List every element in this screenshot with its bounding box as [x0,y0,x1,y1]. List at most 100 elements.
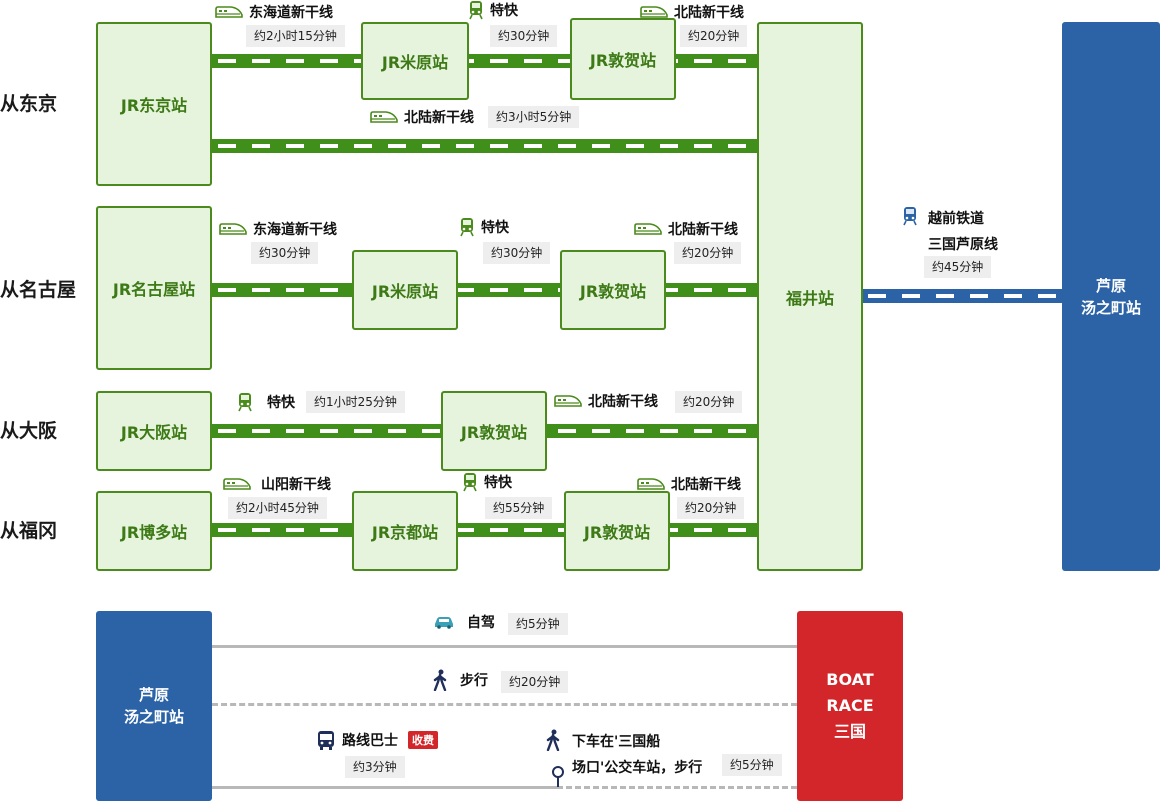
route-name: 北陆新干线 [404,110,474,126]
time-tokyo-maibara: 约2小时15分钟 [246,25,345,47]
station-nagoya[interactable]: JR名古屋站 [96,206,212,370]
route-name: 山阳新干线 [261,477,331,493]
route-label-hokuriku-direct: 北陆新干线 [370,107,474,127]
shinkansen-icon [637,477,665,491]
track-echizen-railway [860,289,1064,303]
train-icon [462,472,478,492]
route-label-echizen: 越前铁道 三国芦原线 [928,206,998,258]
route-label-hokuriku-fukuoka: 北陆新干线 [637,474,741,494]
bus-stop-icon [550,766,566,788]
walk-label: 步行 [460,673,488,689]
track-nagoya-line [210,283,760,297]
station-fukui[interactable]: 福井站 [757,22,863,571]
station-awara-onsen[interactable]: 芦原 汤之町站 [1062,22,1160,571]
bus-stop-instructions: 下车在'三国船 场口'公交车站，步行 [572,729,702,781]
station-tsuruga-fukuoka-row[interactable]: JR敦贺站 [564,491,670,571]
train-icon [459,217,475,237]
station-tsuruga-tokyo-row[interactable]: JR敦贺站 [570,18,676,100]
time-tokyo-direct: 约3小时5分钟 [488,106,580,128]
time-walk: 约20分钟 [501,671,569,693]
route-name: 北陆新干线 [588,394,658,410]
time-hakata-kyoto: 约2小时45分钟 [228,497,327,519]
route-label-express-tokyo: 特快 [468,0,518,20]
echizen-line1: 越前铁道 [928,211,984,227]
station-osaka[interactable]: JR大阪站 [96,391,212,471]
origin-osaka: 从大阪 [0,420,58,442]
stop-line2: 场口'公交车站，步行 [572,760,703,776]
route-label-express-nagoya: 特快 [459,217,509,237]
awara-name-line2: 汤之町站 [1080,298,1141,317]
track-fukuoka-line [210,523,760,537]
shinkansen-icon [219,222,247,236]
route-label-express-fukuoka: 特快 [462,472,512,492]
awara-name-line2: 汤之町站 [123,708,184,726]
access-walk: 步行 [432,669,488,691]
station-awara-onsen-access[interactable]: 芦原 汤之町站 [96,611,212,801]
origin-tokyo: 从东京 [0,93,58,115]
time-tokyo-tsuruga-fukui: 约20分钟 [680,25,748,47]
boat-race-mikuni[interactable]: BOAT RACE 三国 [797,611,903,801]
time-nagoya-maibara-tsuruga: 约30分钟 [483,242,551,264]
shinkansen-icon [215,5,243,19]
fare-badge: 收费 [408,731,438,749]
time-nagoya-tsuruga-fukui: 约20分钟 [674,242,742,264]
route-name: 北陆新干线 [671,477,741,493]
track-tokyo-line [210,54,760,68]
shinkansen-icon [223,477,251,491]
time-kyoto-tsuruga: 约55分钟 [485,497,553,519]
route-label-tokaido-tokyo: 东海道新干线 [215,2,333,22]
time-osaka-tsuruga: 约1小时25分钟 [306,391,405,413]
tram-icon [902,206,918,226]
station-maibara-nagoya-row[interactable]: JR米原站 [352,250,458,330]
time-tokyo-maibara-tsuruga: 约30分钟 [490,25,558,47]
awara-name-line1: 芦原 [138,686,169,704]
access-bus: 路线巴士 收费 [316,730,438,750]
drive-route-line [212,645,797,648]
time-bus: 约3分钟 [345,756,405,778]
route-name: 特快 [481,220,509,236]
origin-fukuoka: 从福冈 [0,520,58,542]
route-label-sanyo: 山阳新干线 [223,474,331,494]
walk-route-line [212,703,797,706]
shinkansen-icon [554,394,582,408]
route-name: 东海道新干线 [249,5,333,21]
station-tokyo[interactable]: JR东京站 [96,22,212,186]
station-kyoto[interactable]: JR京都站 [352,491,458,571]
route-name: 特快 [484,475,512,491]
time-hakata-tsuruga-fukui: 约20分钟 [677,497,745,519]
time-drive: 约5分钟 [508,613,568,635]
time-stop-walk: 约5分钟 [722,754,782,776]
bus-route-line [212,786,557,789]
time-osaka-tsuruga-fukui: 约20分钟 [675,391,743,413]
stop-line1: 下车在'三国船 [572,734,661,750]
route-label-hokuriku-nagoya: 北陆新干线 [634,219,738,239]
boat-name-line3: 三国 [833,722,866,741]
station-tsuruga-nagoya-row[interactable]: JR敦贺站 [560,250,666,330]
time-nagoya-maibara: 约30分钟 [251,242,319,264]
echizen-line2: 三国芦原线 [928,237,998,253]
walking-person-icon [432,669,448,691]
train-icon [468,0,484,20]
time-fukui-awara: 约45分钟 [924,256,992,278]
route-name: 特快 [490,3,518,19]
boat-name-line1: BOAT [826,670,874,689]
origin-nagoya: 从名古屋 [0,279,77,301]
train-icon [237,392,253,412]
station-tsuruga-osaka-row[interactable]: JR敦贺站 [441,391,547,471]
station-maibara-tokyo-row[interactable]: JR米原站 [361,22,469,100]
station-hakata[interactable]: JR博多站 [96,491,212,571]
walking-person-icon [545,729,561,751]
car-icon [433,615,455,629]
route-label-tokaido-nagoya: 东海道新干线 [219,219,337,239]
shinkansen-icon [370,110,398,124]
access-drive: 自驾 [433,612,495,632]
route-label-express-osaka: 特快 [237,392,295,412]
shinkansen-icon [640,5,668,19]
route-name: 特快 [267,395,295,411]
route-name: 北陆新干线 [668,222,738,238]
route-label-hokuriku-osaka: 北陆新干线 [554,391,658,411]
route-name: 东海道新干线 [253,222,337,238]
drive-label: 自驾 [467,615,495,631]
awara-name-line1: 芦原 [1095,276,1126,295]
bus-icon [316,730,336,750]
